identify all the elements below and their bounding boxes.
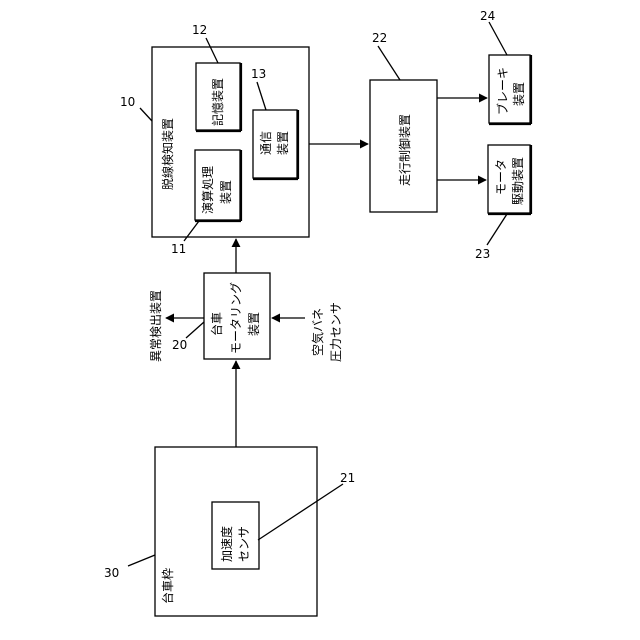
ref-12: 12 xyxy=(192,23,207,37)
bogie-frame-label: 台車枠 xyxy=(160,568,175,604)
motor-drive-label-1: モータ xyxy=(494,159,508,195)
air-spring-sensor-label-2: 圧力センサ xyxy=(329,302,343,362)
communication-device-label-2: 装置 xyxy=(276,131,290,155)
acceleration-sensor-label-1: 加速度 xyxy=(219,526,234,562)
ref-13: 13 xyxy=(251,67,266,81)
ref-22: 22 xyxy=(372,31,387,45)
memory-device-label: 記憶装置 xyxy=(210,78,225,126)
communication-device-label-1: 通信 xyxy=(259,131,273,155)
bogie-monitoring-label-3: 装置 xyxy=(247,312,261,336)
air-spring-sensor-label-1: 空気バネ xyxy=(310,308,325,356)
brake-device-label-1: ブレーキ xyxy=(495,67,510,115)
arithmetic-device-label-1: 演算処理 xyxy=(200,166,215,214)
brake-device-label-2: 装置 xyxy=(512,82,526,106)
anomaly-detection-label: 異常検出装置 xyxy=(149,290,163,362)
ref-20: 20 xyxy=(172,338,187,352)
bogie-monitoring-label-2: モータリング xyxy=(229,282,243,354)
ref-11: 11 xyxy=(171,242,186,256)
motor-drive-label-2: 駆動装置 xyxy=(511,157,525,205)
ref-21: 21 xyxy=(340,471,355,485)
ref-10: 10 xyxy=(120,95,135,109)
derailment-detection-label: 脱線検知装置 xyxy=(160,118,175,190)
bogie-monitoring-label-1: 台車 xyxy=(209,312,224,336)
ref-24: 24 xyxy=(480,9,495,23)
acceleration-sensor-label-2: センサ xyxy=(237,526,251,562)
ref-30: 30 xyxy=(104,566,119,580)
travel-control-label: 走行制御装置 xyxy=(397,114,412,186)
ref-23: 23 xyxy=(475,247,490,261)
arithmetic-device-label-2: 装置 xyxy=(219,180,233,204)
